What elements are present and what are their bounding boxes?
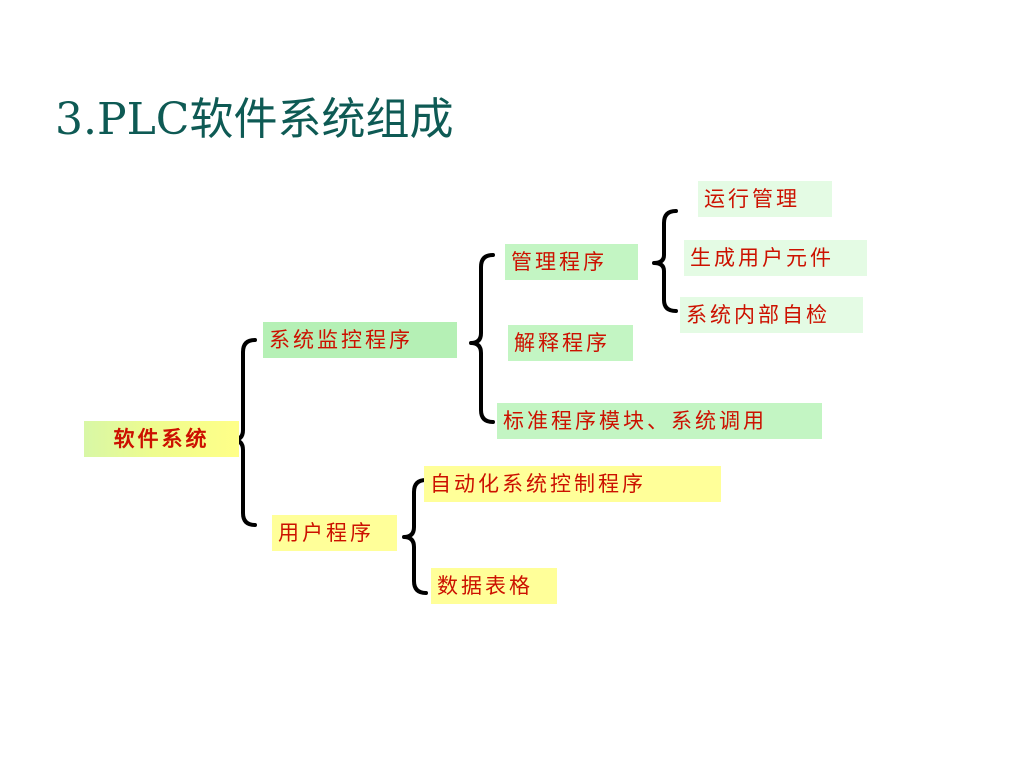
node-management-program: 管理程序 — [505, 244, 638, 280]
node-system-monitor-program: 系统监控程序 — [263, 322, 457, 358]
node-automation-control-program: 自动化系统控制程序 — [424, 466, 721, 502]
node-data-tables: 数据表格 — [431, 568, 557, 604]
node-user-program: 用户程序 — [272, 515, 397, 551]
node-generate-user-elements: 生成用户元件 — [684, 240, 867, 276]
node-interpreter-program: 解释程序 — [508, 325, 633, 361]
node-run-management: 运行管理 — [698, 181, 832, 217]
system-monitor-brace — [469, 253, 495, 424]
node-software-system: 软件系统 — [84, 421, 239, 457]
slide-title: 3.PLC软件系统组成 — [55, 94, 454, 145]
user-program-brace — [402, 478, 428, 595]
node-standard-modules: 标准程序模块、系统调用 — [497, 403, 822, 439]
management-brace — [652, 209, 678, 313]
node-system-self-check: 系统内部自检 — [680, 297, 863, 333]
